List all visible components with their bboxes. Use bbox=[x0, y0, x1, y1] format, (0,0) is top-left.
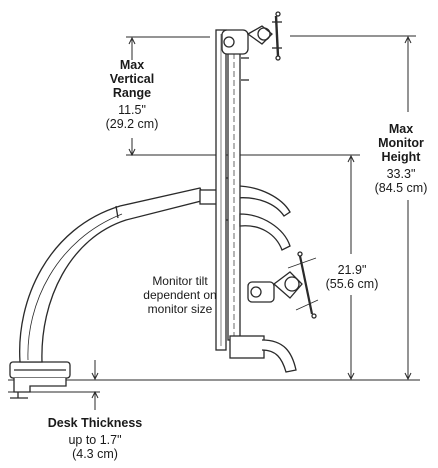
desk-thickness-title: Desk Thickness bbox=[47, 416, 143, 430]
tilt-note-line-2: dependent on bbox=[143, 288, 217, 302]
monitor-height-title-1: Max bbox=[388, 122, 414, 136]
monitor-height-value-cm: (84.5 cm) bbox=[374, 181, 428, 195]
vertical-range-title-1: Max bbox=[119, 58, 145, 72]
column-base bbox=[229, 335, 297, 373]
lower-monitor-mount bbox=[239, 213, 319, 319]
dimension-clamp-height bbox=[347, 154, 355, 381]
vertical-range-label: Max Vertical Range 11.5" (29.2 cm) bbox=[86, 58, 178, 131]
clamp-height-value-cm: (55.6 cm) bbox=[325, 277, 379, 291]
desk-thickness-value-1: up to 1.7" bbox=[68, 433, 122, 447]
monitor-height-label: Max Monitor Height 33.3" (84.5 cm) bbox=[366, 122, 436, 195]
clamp-height-label: 21.9" (55.6 cm) bbox=[316, 263, 388, 291]
vertical-range-value-cm: (29.2 cm) bbox=[105, 117, 159, 131]
dimension-monitor-height bbox=[290, 35, 416, 381]
monitor-height-value-in: 33.3" bbox=[386, 167, 416, 181]
clamp-height-value-in: 21.9" bbox=[337, 263, 367, 277]
vertical-range-title-2: Vertical bbox=[109, 72, 155, 86]
desk-thickness-value-2: (4.3 cm) bbox=[72, 447, 118, 461]
tilt-note: Monitor tilt dependent on monitor size bbox=[128, 274, 232, 316]
desk-thickness-label: Desk Thickness up to 1.7" (4.3 cm) bbox=[26, 416, 164, 461]
monitor-height-title-3: Height bbox=[381, 150, 421, 164]
vertical-range-title-3: Range bbox=[112, 86, 152, 100]
top-monitor-mount bbox=[221, 11, 282, 61]
tilt-note-line-3: monitor size bbox=[147, 302, 213, 316]
monitor-height-title-2: Monitor bbox=[378, 136, 424, 150]
tilt-note-line-1: Monitor tilt bbox=[152, 274, 208, 288]
dimension-vertical-range bbox=[126, 36, 360, 157]
vertical-range-value-in: 11.5" bbox=[118, 103, 146, 117]
desk-clamp bbox=[9, 361, 71, 399]
